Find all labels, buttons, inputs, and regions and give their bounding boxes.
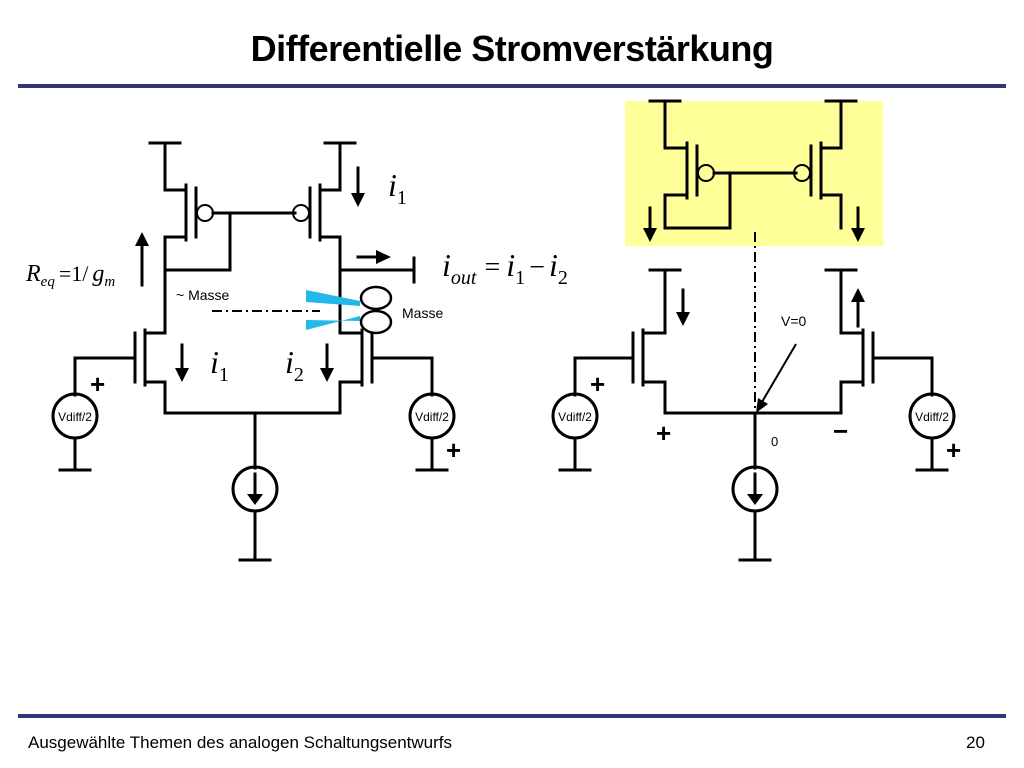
pmos-left-top	[148, 141, 297, 272]
pmos-right-top	[292, 141, 416, 335]
node-minus-label: −	[833, 416, 848, 446]
i1-bottom-label: i1	[210, 344, 229, 386]
arrow-req-up	[135, 232, 149, 287]
current-source-right	[731, 465, 779, 562]
page-number: 20	[966, 733, 985, 752]
nmos-right-bottom	[338, 328, 434, 415]
source-right-label-r: Vdiff/2	[915, 410, 949, 424]
arrow-highlight-right	[851, 206, 865, 242]
approx-masse-label: ~ Masse	[176, 287, 230, 303]
arrow-i2-bottom	[320, 343, 334, 382]
arrow-nmos-right	[851, 288, 865, 328]
arrow-nmos-left	[676, 288, 690, 326]
left-circuit: Req=1/gm i1 iout=i1−i2 ~ Masse Masse i1 …	[25, 141, 568, 562]
arrow-i1-bottom	[175, 343, 189, 382]
v-zero-label: V=0	[781, 313, 807, 329]
iout-equation: iout=i1−i2	[442, 247, 568, 289]
i2-bottom-label: i2	[285, 344, 304, 386]
arrow-iout	[356, 250, 391, 264]
nmos-pair-right	[573, 268, 934, 415]
zero-label: 0	[771, 434, 778, 449]
voltage-source-right	[408, 392, 456, 472]
nmos-left-bottom	[73, 328, 167, 415]
i1-top-label: i1	[388, 167, 407, 209]
title-divider	[18, 84, 1006, 88]
scissors-icon	[306, 285, 393, 335]
arrow-i1-top	[351, 166, 365, 207]
req-label: Req=1/gm	[25, 261, 115, 290]
voltage-source-right-a	[551, 392, 599, 472]
plus-right-label-r: +	[946, 435, 961, 465]
source-left-label: Vdiff/2	[58, 410, 92, 424]
right-circuit: Vdiff/2 Vdiff/2 + + + − V=0 0	[551, 99, 961, 562]
node-plus-label: +	[656, 418, 671, 448]
masse-label: Masse	[402, 305, 443, 321]
voltage-source-left	[51, 392, 99, 472]
source-left-label-r: Vdiff/2	[558, 410, 592, 424]
v-zero-pointer	[756, 343, 797, 413]
footer-divider	[18, 714, 1006, 718]
source-right-label: Vdiff/2	[415, 410, 449, 424]
footer-text: Ausgewählte Themen des analogen Schaltun…	[28, 733, 453, 752]
slide-title: Differentielle Stromverstärkung	[250, 28, 774, 69]
arrow-highlight-left	[643, 206, 657, 242]
plus-left-label: +	[90, 369, 105, 399]
voltage-source-right-b	[908, 392, 956, 472]
current-source-left	[231, 465, 279, 562]
plus-right-label: +	[446, 435, 461, 465]
pmos-pair-right	[648, 99, 858, 230]
plus-left-label-r: +	[590, 369, 605, 399]
